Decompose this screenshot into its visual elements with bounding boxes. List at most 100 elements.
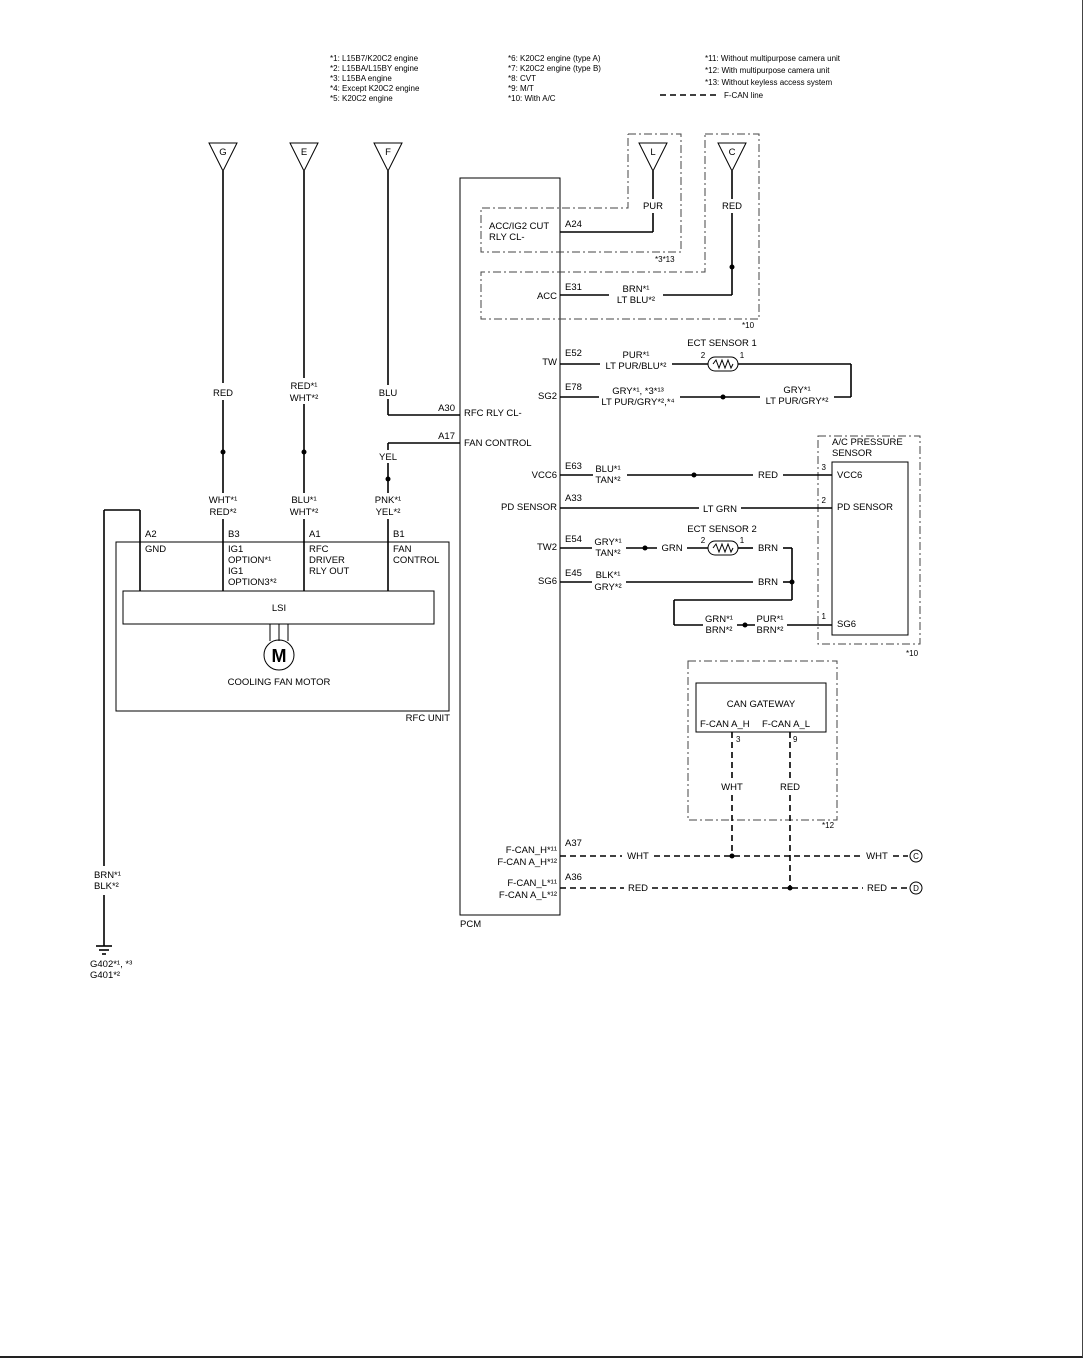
wire-label: GRY*¹ (594, 537, 621, 548)
ac-pin-function: PD SENSOR (837, 502, 893, 513)
legend-note: *4: Except K20C2 engine (330, 84, 420, 93)
connector-triangle-icon (373, 142, 403, 173)
option-box-10-ac: *10 (817, 435, 921, 658)
pcm-pin: A24 (565, 219, 582, 230)
ac-pin-function: SG6 (837, 619, 856, 630)
wire-label: LT PUR/BLU*² (606, 361, 667, 372)
sensor-pin: 1 (822, 612, 827, 621)
wire-label: BLK*² (94, 881, 119, 892)
pcm-pin: E54 (565, 534, 582, 545)
gateway-pin: 3 (736, 735, 741, 744)
ect-sensor-2: ECT SENSOR 2 2 1 GRY*¹ TAN*² GRN BRN (560, 524, 793, 582)
legend-note: *12: With multipurpose camera unit (705, 66, 830, 75)
legend-note: *10: With A/C (508, 94, 556, 103)
lsi-label: LSI (272, 603, 286, 614)
can-gateway-label: CAN GATEWAY (727, 699, 796, 710)
ac-pressure-sensor: A/C PRESSURE SENSOR 3 VCC6 2 PD SENSOR 1… (822, 437, 909, 636)
ac-sensor-title: A/C PRESSURE (832, 437, 903, 448)
wire-label: BLU (379, 388, 398, 399)
pcm-pin-function: VCC6 (532, 470, 557, 481)
gateway-pin-function: F-CAN A_H (700, 719, 750, 730)
legend-note: *7: K20C2 engine (type B) (508, 64, 601, 73)
wire-f: BLU (379, 171, 460, 416)
legend-note: F-CAN line (724, 91, 764, 100)
option-note: *10 (742, 321, 755, 330)
pcm-pin: A36 (565, 872, 582, 883)
pin-label: B3 (228, 529, 240, 540)
option-box-313: *3*13 (480, 133, 682, 264)
connector-label: C (729, 147, 736, 158)
connector-l: L (638, 142, 668, 173)
ground-wire: BRN*¹ BLK*² G402*¹, *³ G401*² (90, 509, 141, 981)
wire-label: GRY*² (594, 582, 621, 593)
pin-function: RLY OUT (309, 566, 349, 577)
fcan-high-line: WHT WHT C (560, 849, 923, 863)
pcm-pin-function: SG6 (538, 576, 557, 587)
pcm-pin-function: SG2 (538, 391, 557, 402)
pcm-pin-function: F-CAN_H*¹¹ (506, 845, 557, 856)
pcm-pin-function: F-CAN A_H*¹² (497, 857, 557, 868)
wire-label: WHT (627, 851, 649, 862)
pcm-pin: E63 (565, 461, 582, 472)
legend-note: *8: CVT (508, 74, 536, 83)
wire-label: BRN*¹ (623, 284, 650, 295)
connector-label: G (219, 147, 226, 158)
connector-label: F (385, 147, 391, 158)
connector-label: E (301, 147, 307, 158)
fcan-low-line: RED RED D (560, 881, 923, 895)
pcm-pin: E31 (565, 282, 582, 293)
wire-label: RED (722, 201, 742, 212)
pin-function: OPTION3*² (228, 577, 277, 588)
wire-label: RED*² (210, 507, 237, 518)
can-gateway: CAN GATEWAY F-CAN A_H F-CAN A_L 3 9 WHT … (695, 682, 827, 888)
connector-triangle-icon (208, 142, 238, 173)
wire-label: LT PUR/GRY*²,*⁴ (601, 397, 674, 408)
motor-symbol: M (272, 646, 287, 666)
wire-label: LT GRN (703, 504, 737, 515)
legend-note: *3: L15BA engine (330, 74, 392, 83)
pcm-pin: A17 (438, 431, 455, 442)
pin-label: A2 (145, 529, 157, 540)
wire-fan-control: YEL PNK*¹ YEL*² (375, 442, 460, 591)
connector-triangle-icon (289, 142, 319, 173)
pcm-pin-function: ACC/IG2 CUT (489, 221, 549, 232)
wire-label: RED (758, 470, 778, 481)
wire-label: RED (628, 883, 648, 894)
wire-label: PNK*¹ (375, 495, 401, 506)
wire-g: RED WHT*¹ RED*² (209, 171, 237, 591)
legend-note: *13: Without keyless access system (705, 78, 832, 87)
pcm-pin: E45 (565, 568, 582, 579)
wire-label: BLU*¹ (595, 464, 620, 475)
wire-e: RED*¹ WHT*² BLU*¹ WHT*² (290, 171, 318, 591)
pin-label: B1 (393, 529, 405, 540)
pin-function: DRIVER (309, 555, 345, 566)
option-note: *10 (906, 649, 919, 658)
wire-label: GRY*¹, *3*¹³ (612, 386, 664, 397)
wire-label: LT BLU*² (617, 295, 655, 306)
wire-label: BRN (758, 543, 778, 554)
sensor-pin: 1 (740, 351, 745, 360)
pcm-pin: A37 (565, 838, 582, 849)
rfc-unit: RFC UNIT A2 GND B3 IG1 OPTION*¹ IG1 OPTI… (115, 529, 450, 724)
offpage-label: C (913, 852, 919, 861)
wire-label: BLU*¹ (291, 495, 316, 506)
wire-label: PUR (643, 201, 663, 212)
option-note: *12 (822, 821, 835, 830)
ac-sensor-title: SENSOR (832, 448, 872, 459)
offpage-connector-icon (909, 881, 923, 895)
wire-label: RED (213, 388, 233, 399)
sensor-pin: 2 (701, 536, 706, 545)
wire-label: GRN*¹ (705, 614, 733, 625)
wire-l: PUR (560, 171, 663, 233)
wire-label: TAN*² (595, 548, 620, 559)
offpage-label: D (913, 884, 919, 893)
ect-sensor-1: ECT SENSOR 1 2 1 PUR*¹ LT PUR/BLU*² GRY*… (560, 338, 852, 408)
wire-pd-sensor: LT GRN (560, 504, 832, 515)
wire-label: GRN (661, 543, 682, 554)
wire-label: RED (867, 883, 887, 894)
pcm-pin-function: FAN CONTROL (464, 438, 532, 449)
pcm-pin: A33 (565, 493, 582, 504)
wire-label: BRN*¹ (94, 870, 121, 881)
